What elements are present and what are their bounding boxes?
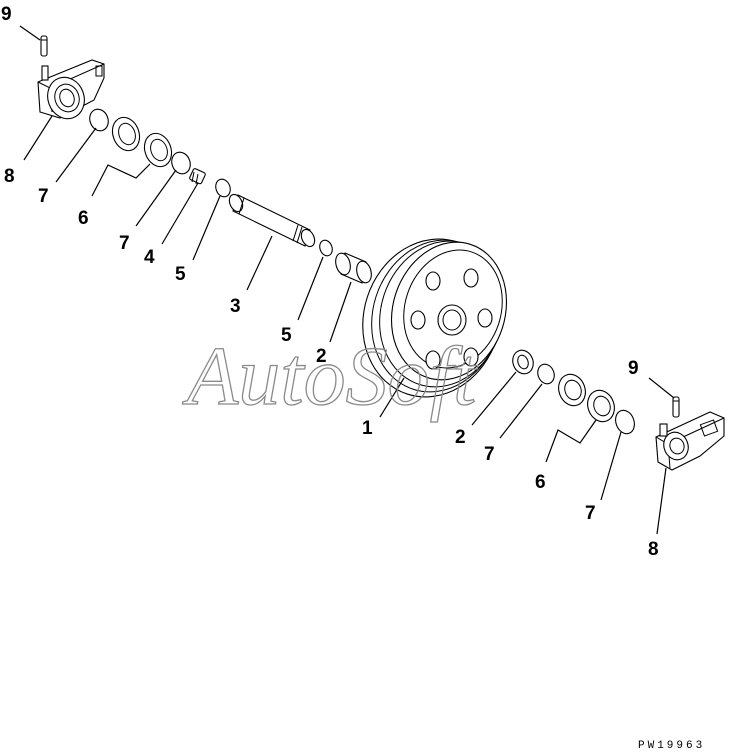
callout-2-lower: 2 — [455, 427, 466, 448]
part-7-oring-upper-b — [171, 151, 191, 175]
callout-5-upper: 5 — [175, 264, 186, 285]
part-9-pin-lower — [672, 396, 680, 418]
callout-7-upper-b: 7 — [119, 233, 130, 254]
part-6-seal-lower-b — [587, 389, 615, 423]
part-4-plug — [189, 168, 206, 185]
document-id: PW19963 — [638, 740, 705, 752]
part-7-oring-lower-a — [537, 363, 555, 385]
callout-7-lower-a: 7 — [484, 444, 495, 465]
callout-8-upper: 8 — [4, 166, 15, 187]
callout-8-lower: 8 — [648, 539, 659, 560]
part-8-housing-lower — [655, 411, 725, 471]
part-2-bushing-upper — [335, 252, 372, 284]
callout-6-lower: 6 — [535, 472, 546, 493]
callout-1: 1 — [362, 418, 373, 439]
part-6-seal-upper-a — [111, 116, 141, 152]
part-5-oring-lower — [319, 239, 333, 257]
part-7-oring-lower-b — [615, 409, 635, 435]
part-2-bushing-lower — [512, 349, 534, 375]
watermark-text: AutoSoft — [182, 330, 479, 423]
callout-5-lower: 5 — [281, 325, 292, 346]
part-5-oring-upper — [215, 178, 231, 198]
part-9-pin-upper — [40, 35, 48, 57]
part-7-oring-upper-a — [89, 108, 109, 132]
part-6-seal-lower-a — [558, 373, 586, 407]
callout-9-lower: 9 — [628, 358, 639, 379]
callout-4: 4 — [144, 247, 155, 268]
callout-3: 3 — [230, 296, 241, 317]
callout-7-upper-a: 7 — [38, 186, 49, 207]
callout-6-upper: 6 — [78, 208, 89, 229]
callout-2-upper: 2 — [316, 346, 327, 367]
part-6-seal-upper-b — [143, 132, 173, 168]
part-1-idler-wheel — [362, 238, 508, 398]
part-3-shaft — [228, 193, 316, 248]
callout-9-upper: 9 — [1, 4, 12, 25]
leader-lines — [19, 25, 675, 535]
part-8-housing-upper — [37, 59, 105, 120]
callout-7-lower-b: 7 — [585, 503, 596, 524]
callout-labels: 9 8 7 6 7 4 5 3 5 2 1 2 7 6 7 9 8 — [1, 4, 659, 560]
